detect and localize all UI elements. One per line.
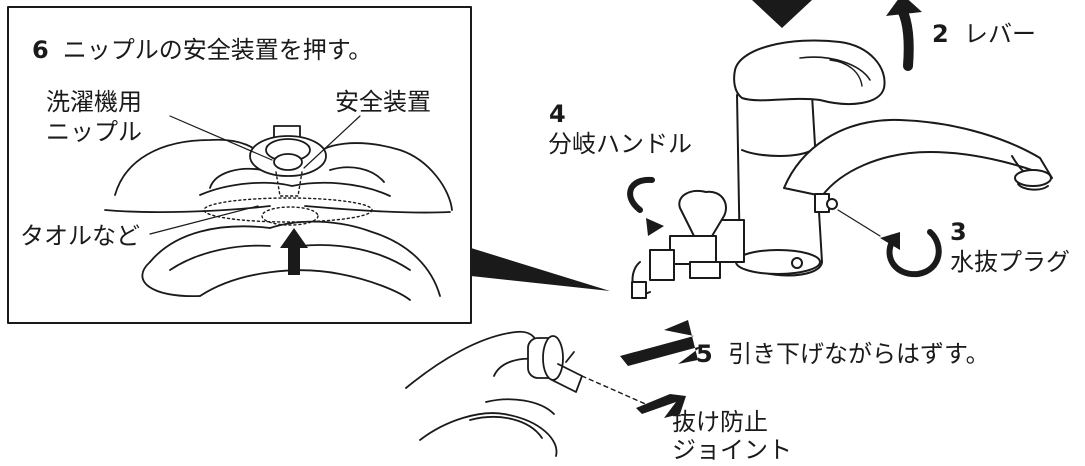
lever-up-arrow	[897, 5, 914, 71]
step-6-number: 6	[32, 36, 49, 64]
faucet-body	[631, 39, 1053, 299]
step-3-number: 3	[950, 218, 967, 246]
safety-device-label: 安全装置	[335, 88, 431, 116]
rotate-arrow-plug	[886, 229, 942, 278]
step-5: 5 引き下げながらはずす。	[696, 340, 990, 368]
pull-down-label: 引き下げながらはずす。	[727, 340, 990, 368]
step-4-number: 4	[549, 100, 566, 128]
push-up-arrow	[280, 228, 308, 275]
joint-arrow	[636, 394, 686, 418]
washer-nipple-label-2: ニップル	[46, 118, 142, 146]
lever-label: レバー	[963, 20, 1036, 48]
inset-frame	[7, 6, 472, 324]
pull-down-arrow	[620, 320, 702, 366]
hands-with-towel	[104, 115, 453, 301]
step-6-title: ニップルの安全装置を押す。	[62, 36, 373, 64]
joint-label-1: 抜け防止	[672, 408, 768, 436]
joint-label-2: ジョイント	[672, 436, 792, 464]
drain-plug-label: 水抜プラグ	[950, 248, 1070, 276]
washer-nipple-label-1: 洗濯機用	[46, 88, 142, 116]
branch-handle-label: 分岐ハンドル	[548, 130, 692, 158]
top-arrow-partial	[752, 0, 812, 28]
rotate-arrow-handle	[627, 176, 655, 213]
inset-title: 6 ニップルの安全装置を押す。	[32, 30, 372, 65]
towel-label: タオルなど	[20, 222, 140, 250]
step-2: 2 レバー	[932, 20, 1036, 48]
hand-with-joint	[405, 330, 651, 457]
callout-wedge	[471, 248, 610, 291]
